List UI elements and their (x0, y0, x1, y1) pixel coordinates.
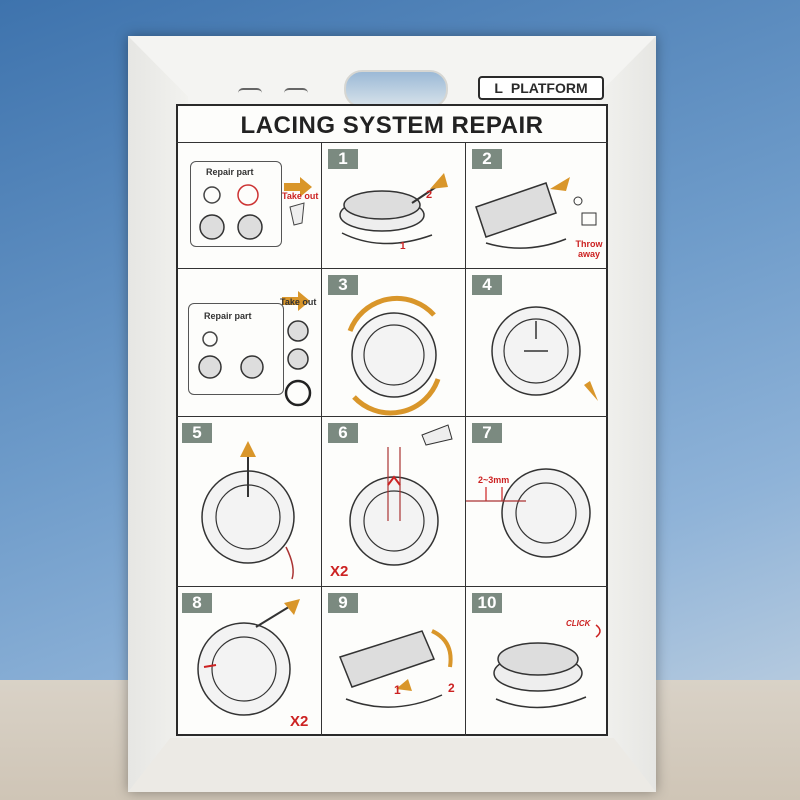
step-1-illustration (322, 143, 466, 268)
step-2-panel: 2 Throw away (466, 142, 608, 268)
step-10-panel: 10 CLICK (466, 586, 608, 736)
step-3-illustration (322, 269, 466, 416)
step-7-illustration (466, 417, 608, 586)
side-letter: L (494, 80, 503, 96)
step-1-panel: 1 2 1 (322, 142, 466, 268)
arrow-label: 2 (426, 189, 432, 201)
step-7-panel: 7 2~3mm (466, 416, 608, 586)
repair-part-panel-2: Repair part Take out (176, 268, 322, 416)
step-4-illustration (466, 269, 608, 416)
step-5-panel: 5 (176, 416, 322, 586)
click-label: CLICK (566, 619, 590, 628)
step-9-panel: 9 1 2 (322, 586, 466, 736)
arrow-label: 1 (400, 241, 406, 252)
repair-parts-illustration (176, 269, 322, 416)
step-5-illustration (176, 417, 322, 586)
repair-part-panel-1: Repair part Take out (176, 142, 322, 268)
hang-hole (344, 70, 448, 108)
card-bottom-flap (128, 738, 656, 792)
multiplier-label: X2 (290, 713, 308, 730)
staple-mark (238, 88, 262, 98)
throw-away-label: Throw away (574, 239, 604, 259)
step-8-panel: 8 X2 (176, 586, 322, 736)
step-6-illustration (322, 417, 466, 586)
staple-mark (284, 88, 308, 98)
take-out-label: Take out (282, 191, 318, 201)
step-10-illustration (466, 587, 608, 736)
platform-text: PLATFORM (511, 80, 588, 96)
arrow-label: 1 (394, 683, 401, 697)
take-out-label: Take out (280, 297, 316, 307)
arrow-label: 2 (448, 681, 455, 695)
step-3-panel: 3 (322, 268, 466, 416)
platform-label: L PLATFORM (478, 76, 604, 100)
multiplier-label: X2 (330, 563, 348, 580)
page-title: LACING SYSTEM REPAIR (176, 112, 608, 140)
steps-grid: Repair part Take out 1 2 1 2 (176, 142, 608, 736)
step-9-illustration (322, 587, 466, 736)
gap-label: 2~3mm (478, 475, 509, 485)
step-6-panel: 6 X2 (322, 416, 466, 586)
step-4-panel: 4 (466, 268, 608, 416)
repair-parts-illustration (176, 143, 322, 268)
